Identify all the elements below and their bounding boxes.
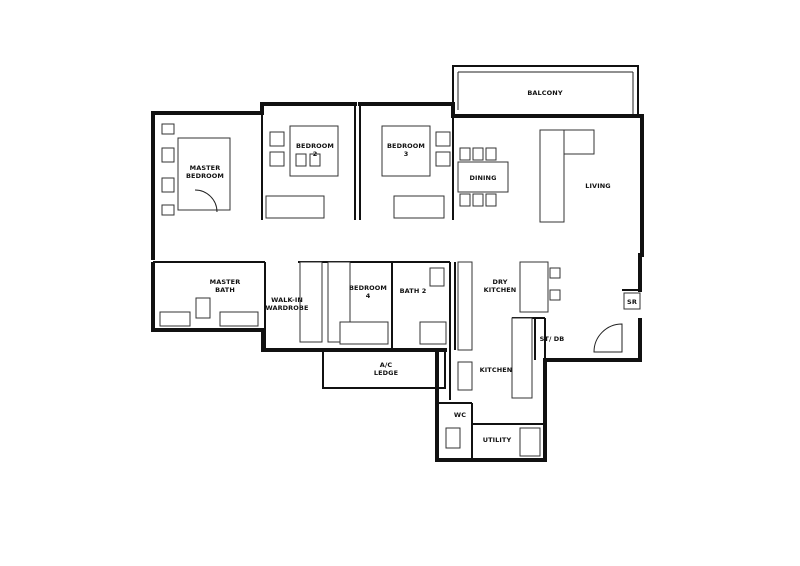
label-ac-ledge-2: LEDGE (374, 369, 398, 377)
interior-walls (153, 104, 640, 460)
outer-walls (151, 102, 644, 462)
label-bedroom-4-1: BEDROOM (349, 284, 387, 292)
label-bedroom-3-1: BEDROOM (387, 142, 425, 150)
label-wc: WC (454, 411, 466, 419)
label-bedroom-2-2: 2 (313, 150, 318, 158)
label-dry-kitchen-2: KITCHEN (484, 286, 517, 294)
label-walk-in-wardrobe-1: WALK-IN (271, 296, 303, 304)
label-ac-ledge-1: A/C (380, 361, 393, 369)
label-bedroom-4-2: 4 (366, 292, 371, 300)
label-master-bedroom-2: BEDROOM (186, 172, 224, 180)
label-dining: DINING (469, 174, 496, 182)
label-bedroom-2-1: BEDROOM (296, 142, 334, 150)
furniture (159, 123, 641, 457)
room-labels: BALCONY MASTER BEDROOM BEDROOM 2 BEDROOM… (186, 89, 637, 444)
label-master-bedroom-1: MASTER (190, 164, 221, 172)
balcony-area (452, 65, 639, 116)
label-utility: UTILITY (483, 436, 512, 444)
label-master-bath-2: BATH (215, 286, 235, 294)
label-master-bath-1: MASTER (210, 278, 241, 286)
label-dry-kitchen-1: DRY (492, 278, 507, 286)
label-living: LIVING (585, 182, 610, 190)
label-bedroom-3-2: 3 (404, 150, 409, 158)
label-walk-in-wardrobe-2: WARDROBE (265, 304, 308, 312)
label-bath-2: BATH 2 (400, 287, 427, 295)
label-sr: SR (627, 298, 637, 306)
label-balcony: BALCONY (527, 89, 562, 97)
label-st-db: ST/ DB (540, 335, 565, 343)
label-kitchen: KITCHEN (480, 366, 513, 374)
